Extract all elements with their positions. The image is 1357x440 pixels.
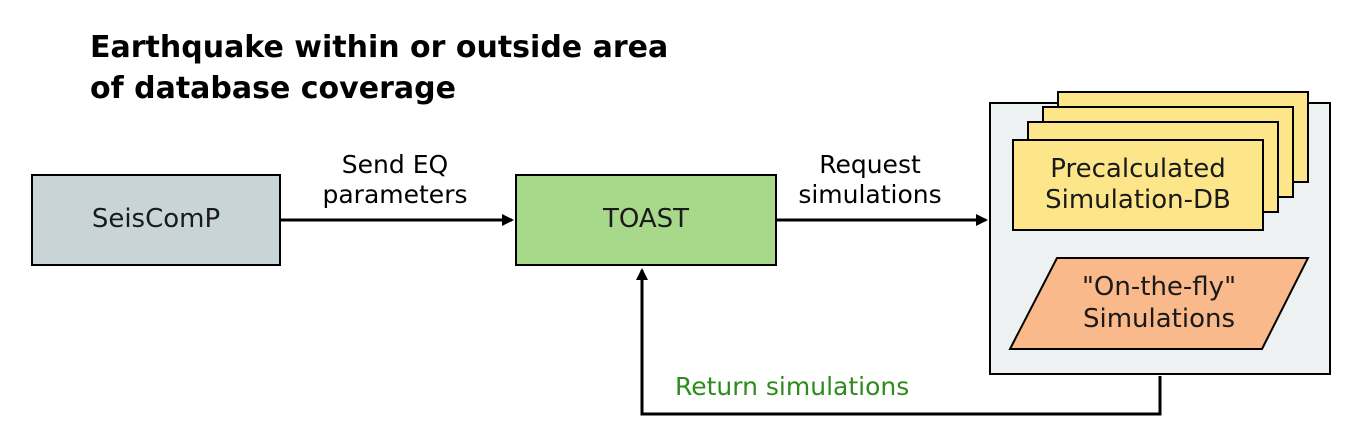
db-card-front bbox=[1012, 139, 1264, 231]
diagram-title: Earthquake within or outside area of dat… bbox=[90, 28, 668, 109]
request-simulations-label: Request simulations bbox=[780, 150, 960, 210]
db-label-box: Precalculated Simulation-DB bbox=[1013, 140, 1263, 230]
toast-node: TOAST bbox=[515, 174, 777, 266]
arrow-return-simulations bbox=[636, 268, 1162, 416]
fly-label-line-2: Simulations bbox=[1082, 303, 1236, 334]
db-label-line-1: Precalculated bbox=[1050, 153, 1226, 184]
request-label-line-1: Request bbox=[819, 150, 921, 179]
return-simulations-label: Return simulations bbox=[675, 372, 910, 401]
toast-label: TOAST bbox=[602, 204, 690, 235]
send-label-line-1: Send EQ bbox=[341, 150, 449, 179]
fly-label-box: "On-the-fly" Simulations bbox=[1030, 258, 1288, 349]
request-label-line-2: simulations bbox=[798, 180, 942, 209]
on-the-fly-shape bbox=[1008, 257, 1310, 350]
fly-label-line-1: "On-the-fly" bbox=[1081, 272, 1237, 303]
send-label-line-2: parameters bbox=[322, 180, 468, 209]
title-line-1: Earthquake within or outside area bbox=[90, 30, 669, 65]
db-label-line-2: Simulation-DB bbox=[1045, 185, 1231, 215]
send-parameters-label: Send EQ parameters bbox=[300, 150, 490, 210]
seiscomp-label: SeisComP bbox=[91, 204, 221, 235]
title-line-2: of database coverage bbox=[90, 70, 456, 106]
seiscomp-node: SeisComP bbox=[31, 174, 281, 266]
